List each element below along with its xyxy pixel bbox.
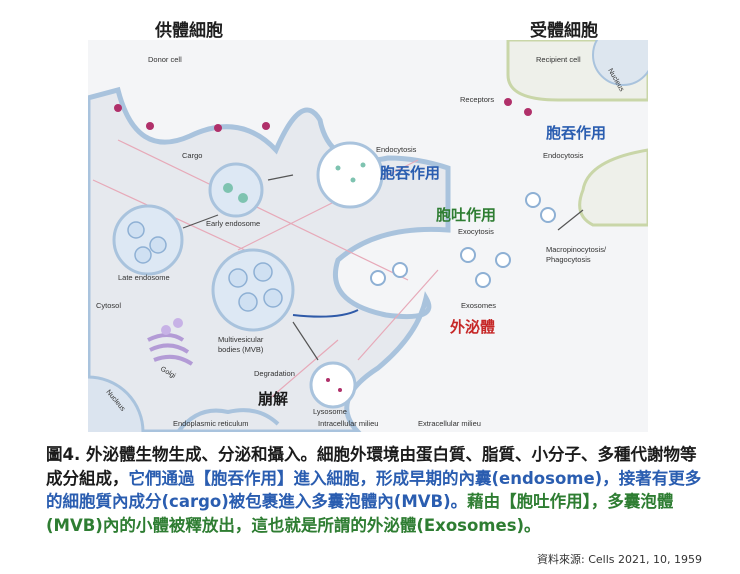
- endocytic-vesicle: [316, 141, 384, 209]
- exosome-cluster: [370, 192, 556, 288]
- exosome: [392, 262, 408, 278]
- lysosome-label: Lysosome: [313, 407, 347, 416]
- golgi-stack: [149, 343, 190, 354]
- arrow-endocytosis-to-early: [267, 174, 294, 181]
- intraluminal-vesicle: [149, 236, 167, 254]
- lysosome: [309, 361, 357, 409]
- intraluminal-vesicle: [134, 246, 152, 264]
- recipient-nucleus: [592, 40, 648, 86]
- receptor: [504, 98, 512, 106]
- exosome: [525, 192, 541, 208]
- receptor: [146, 122, 154, 130]
- cargo-particle: [360, 162, 366, 168]
- caption-part1: 圖4. 外泌體生物生成、分泌和攝入。細胞外環境由蛋白質、脂質、小分子、多種代謝物…: [46, 445, 697, 488]
- late-endosome: [112, 204, 184, 276]
- donor-cell-label: Donor cell: [148, 55, 182, 64]
- intraluminal-vesicle: [238, 292, 258, 312]
- extracellular-label: Extracellular milieu: [418, 419, 481, 428]
- exosome: [495, 252, 511, 268]
- exocytosis-label: Exocytosis: [458, 227, 494, 236]
- degraded-particle: [326, 378, 330, 382]
- exocytosis-zh-label: 胞吐作用: [435, 206, 496, 224]
- receptor: [114, 104, 122, 112]
- late-endosome-label: Late endosome: [118, 273, 170, 282]
- intraluminal-vesicle: [228, 268, 248, 288]
- arrow-macropinocytosis: [557, 209, 584, 231]
- intraluminal-vesicle: [127, 221, 145, 239]
- receptors-label: Receptors: [460, 95, 494, 104]
- golgi-apparatus: [147, 333, 194, 366]
- receptor: [262, 122, 270, 130]
- cargo-label: Cargo: [182, 151, 202, 160]
- early-endosome: [208, 162, 264, 218]
- mvb-label-line1: Multivesicular: [218, 335, 264, 344]
- caption-part2: 它們通過【胞吞作用】進入細胞，形成早期的內囊(endosome)，接著有更多的細…: [46, 468, 702, 512]
- receptor-group: [114, 98, 532, 132]
- receptor: [524, 108, 532, 116]
- intraluminal-vesicle: [253, 262, 273, 282]
- caption-part4: 這也就是所謂的外泌體(Exosomes)。: [251, 515, 541, 535]
- early-endosome-label: Early endosome: [206, 219, 260, 228]
- multivesicular-body: [211, 248, 295, 332]
- donor-nucleus: [88, 375, 145, 432]
- recipient-endocytosis-label: Endocytosis: [543, 151, 584, 160]
- caption-part3: 藉由【胞吐作用】，多囊泡體(MVB)內的小體被釋放出，: [46, 492, 674, 535]
- macropinocytosis-label-line1: Macropinocytosis/: [546, 245, 607, 254]
- endocytosis-label: Endocytosis: [376, 145, 417, 154]
- er-label: Endoplasmic reticulum: [173, 419, 248, 428]
- cargo-particle: [223, 183, 233, 193]
- exosome: [475, 272, 491, 288]
- golgi-stack: [153, 354, 194, 366]
- receptor: [214, 124, 222, 132]
- recipient-cell-label: Recipient cell: [536, 55, 581, 64]
- arrow-mvb-to-lysosome: [292, 321, 319, 361]
- intracellular-label: Intracellular milieu: [318, 419, 378, 428]
- cargo-particle: [335, 165, 341, 171]
- golgi-vesicle: [161, 325, 171, 335]
- cytoskeleton-line: [267, 339, 339, 401]
- degradation-label: Degradation: [254, 369, 295, 378]
- figure-caption: 圖4. 外泌體生物生成、分泌和攝入。細胞外環境由蛋白質、脂質、小分子、多種代謝物…: [46, 443, 706, 537]
- cytosol-label: Cytosol: [96, 301, 121, 310]
- cytoskeleton-line: [117, 139, 409, 281]
- mvb-label-line2: bodies (MVB): [218, 345, 264, 354]
- degraded-particle: [338, 388, 342, 392]
- cytoskeleton-line: [237, 159, 419, 251]
- cytoskeleton-line: [357, 269, 439, 361]
- exosome: [460, 247, 476, 263]
- pathway-arrows: [182, 174, 584, 361]
- golgi-vesicle: [173, 318, 183, 328]
- arrow-early-to-late: [182, 214, 219, 229]
- exosome-biogenesis-diagram: Nucleus Nucleus Golgi: [88, 40, 648, 432]
- arrow-mvb-to-membrane: [292, 309, 359, 318]
- donor-cell-header: 供體細胞: [155, 21, 223, 41]
- exosomes-label: Exosomes: [461, 301, 496, 310]
- source-citation: 資料來源: Cells 2021, 10, 1959: [537, 553, 702, 566]
- endoplasmic-reticulum: [176, 408, 280, 432]
- exosome-zh-label: 外泌體: [449, 318, 495, 336]
- endocytosis-zh-label: 胞吞作用: [379, 164, 440, 182]
- golgi-stack: [147, 333, 185, 342]
- intraluminal-vesicle: [263, 288, 283, 308]
- macropinocytosis-label-line2: Phagocytosis: [546, 255, 591, 264]
- recipient-endocytosis-zh-label: 胞吞作用: [545, 124, 606, 142]
- exosome: [540, 207, 556, 223]
- collapse-zh-label: 崩解: [258, 390, 288, 408]
- recipient-cell-header: 受體細胞: [530, 21, 598, 41]
- cargo-particle: [238, 193, 248, 203]
- cargo-particle: [350, 177, 356, 183]
- recipient-cell-body: [578, 148, 648, 227]
- exosome: [370, 270, 386, 286]
